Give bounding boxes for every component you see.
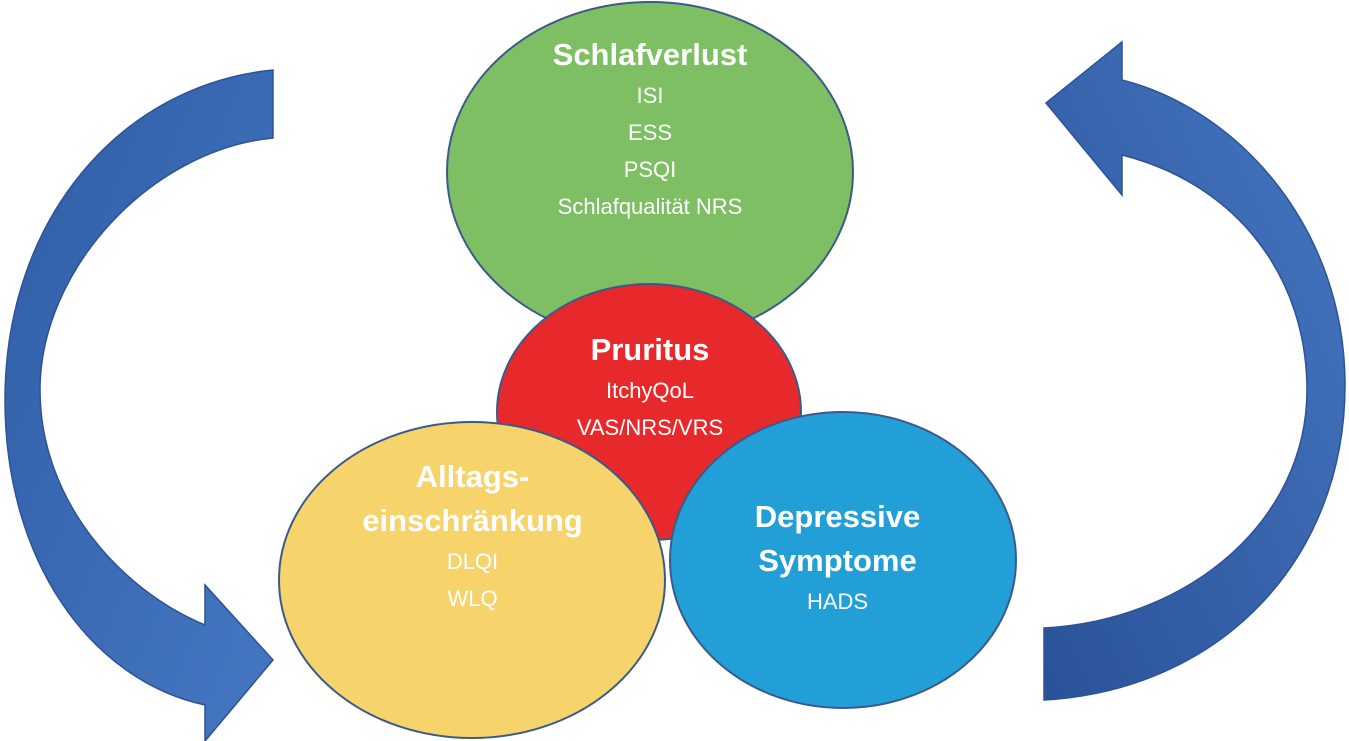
schlafverlust-item-nrs: Schlafqualität NRS <box>557 194 743 219</box>
depressive-item-hads: HADS <box>806 589 869 614</box>
schlafverlust-label-group: Schlafverlust ISI ESS PSQI Schlafqualitä… <box>480 33 820 225</box>
depressive-title-line1: Depressive <box>754 499 921 534</box>
alltag-circle <box>278 421 666 739</box>
alltag-item-wlq: WLQ <box>447 586 498 611</box>
depressive-title-line2: Symptome <box>758 543 917 578</box>
schlafverlust-title: Schlafverlust <box>552 37 748 72</box>
schlafverlust-item-psqi: PSQI <box>623 157 677 182</box>
alltag-title-line1: Alltags- <box>415 459 530 494</box>
depressive-circle <box>669 411 1017 709</box>
schlafverlust-item-ess: ESS <box>627 120 673 145</box>
pruritus-item-vas: VAS/NRS/VRS <box>576 415 724 440</box>
alltag-label-group: Alltags- einschränkung DLQI WLQ <box>330 455 615 617</box>
alltag-item-dlqi: DLQI <box>446 549 499 574</box>
depressive-label-group: Depressive Symptome HADS <box>705 495 970 620</box>
right-cycle-arrow <box>1043 40 1346 701</box>
alltag-title-line2: einschränkung <box>362 503 583 538</box>
pruritus-title: Pruritus <box>590 332 710 367</box>
pruritus-item-itchyqol: ItchyQoL <box>605 378 695 403</box>
schlafverlust-item-isi: ISI <box>636 83 664 108</box>
pruritus-label-group: Pruritus ItchyQoL VAS/NRS/VRS <box>520 328 780 446</box>
left-cycle-arrow <box>4 69 274 741</box>
